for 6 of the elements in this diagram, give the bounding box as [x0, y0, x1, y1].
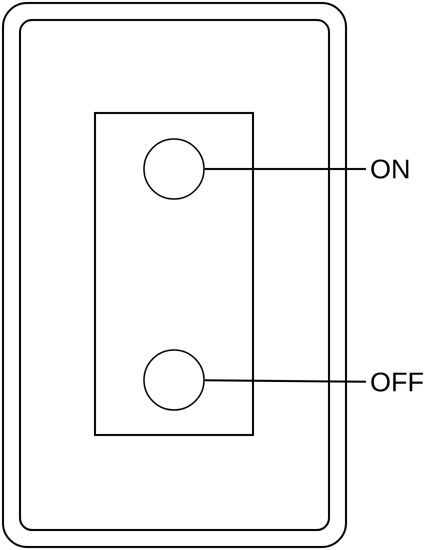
leader-line — [204, 168, 366, 170]
button-circle — [143, 138, 205, 200]
label: OFF — [371, 372, 423, 392]
label: ON — [371, 159, 408, 179]
leader-line — [204, 379, 366, 383]
button-circle — [143, 349, 205, 411]
